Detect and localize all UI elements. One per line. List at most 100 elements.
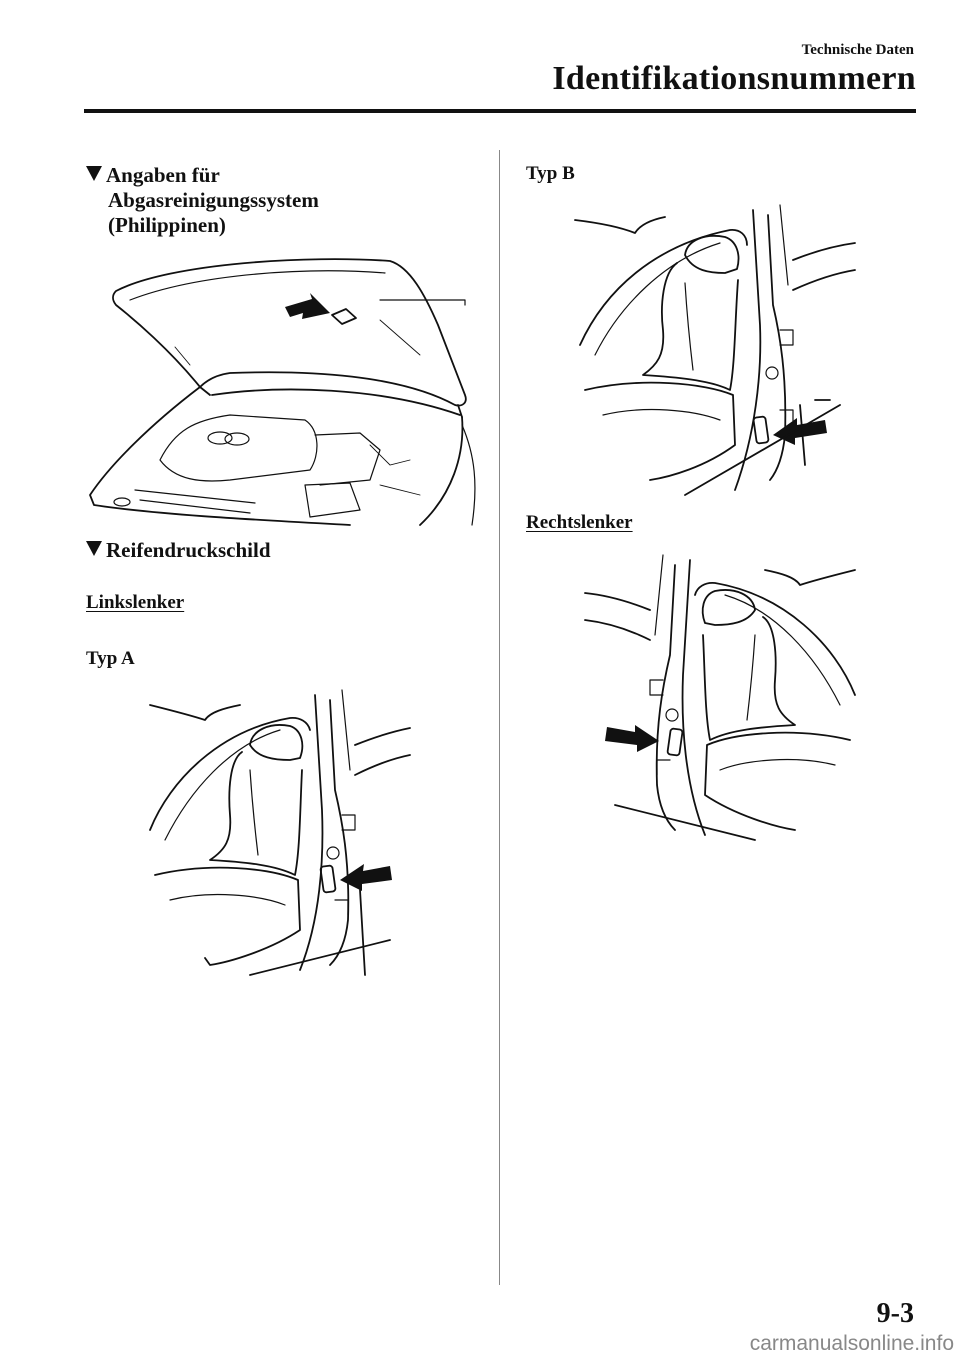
door-bolt: [326, 846, 340, 860]
seat-back-seam: [684, 282, 694, 371]
right-hand-drive-label: Rechtslenker: [526, 512, 633, 533]
type-b-illustration: [574, 204, 856, 496]
cowl-line: [211, 388, 461, 416]
door-latch: [779, 329, 794, 346]
engine-hood-illustration: [89, 258, 476, 526]
door-bolt: [765, 366, 779, 380]
watermark: carmanualsonline.info: [749, 1332, 954, 1355]
seat-back-seam: [249, 769, 259, 856]
b-pillar-rear: [767, 214, 787, 481]
tire-label-arrow-icon: [605, 725, 659, 752]
rear-door-top: [584, 619, 651, 641]
seat-headrest: [701, 589, 756, 626]
rear-sill: [799, 399, 831, 466]
seat-headrest: [249, 724, 304, 761]
emission-heading-line2: Abgasreinigungssystem: [108, 188, 319, 212]
door-opening: [694, 582, 856, 696]
rear-window: [792, 242, 856, 261]
b-pillar-edge: [654, 554, 664, 636]
seat-cushion-seam: [602, 408, 721, 421]
emission-heading-line3: (Philippinen): [108, 213, 226, 237]
rear-door-top: [354, 754, 411, 776]
tire-label: [319, 864, 337, 894]
page-header: Technische Daten Identifikationsnummern: [0, 0, 960, 115]
right-hand-drive-illustration: [584, 554, 856, 841]
section-name: Technische Daten: [801, 42, 914, 58]
page-title: Identifikationsnummern: [552, 60, 916, 97]
type-a-label: Typ A: [86, 648, 135, 669]
door-opening: [149, 717, 311, 831]
triangle-bullet-icon: [86, 166, 102, 181]
b-pillar-front: [299, 694, 324, 971]
seat-back: [702, 616, 796, 741]
column-divider: [499, 150, 500, 1285]
hood-label: [331, 308, 357, 325]
b-pillar-front: [681, 559, 706, 836]
b-pillar-rear: [329, 699, 350, 966]
striker: [656, 759, 671, 776]
seat-cushion-seam: [719, 758, 836, 771]
tire-label-arrow-icon: [340, 864, 392, 891]
roof-line: [574, 216, 666, 234]
hood-label-arrow-icon: [285, 293, 330, 319]
hood-seam-right: [379, 319, 421, 356]
rear-sill: [359, 889, 366, 976]
seat-cushion: [584, 381, 736, 481]
emission-heading-line1: Angaben für: [106, 163, 220, 187]
seat-cushion-seam: [169, 893, 286, 906]
engine-details: [369, 444, 421, 496]
b-pillar-edge: [779, 204, 789, 286]
page-number: 9-3: [876, 1298, 914, 1329]
hood-ridge: [129, 270, 386, 301]
left-hand-drive-label: Linkslenker: [86, 592, 185, 613]
door-latch: [341, 814, 356, 831]
right-fender-edge: [461, 424, 476, 526]
hood-outline: [112, 258, 467, 407]
windshield-line: [379, 299, 466, 306]
rear-window: [354, 727, 411, 746]
door-opening-inner: [164, 729, 281, 841]
seat-back-seam: [746, 634, 756, 721]
b-pillar-front: [734, 209, 762, 491]
emission-heading: Angaben für Abgasreinigungssystem (Phili…: [86, 163, 319, 238]
hood-hinges: [199, 386, 463, 418]
door-opening-inner: [724, 594, 841, 706]
tire-label-arrow-icon: [773, 418, 827, 445]
striker: [779, 409, 794, 426]
tire-label: [666, 727, 684, 757]
roof-line: [149, 704, 241, 721]
b-pillar-rear: [655, 564, 676, 831]
reservoir-cap: [113, 497, 131, 507]
engine-cover: [159, 414, 318, 482]
rear-window: [584, 592, 651, 611]
engine-cap-1: [207, 431, 233, 445]
door-bolt: [665, 708, 679, 722]
roof-line: [764, 569, 856, 586]
tire-label: [752, 415, 770, 445]
seat-back: [209, 751, 303, 876]
door-opening-inner: [594, 242, 721, 356]
left-fender: [89, 386, 351, 526]
type-b-label: Typ B: [526, 163, 575, 184]
door-sill: [249, 939, 391, 976]
seat-headrest: [684, 235, 740, 274]
right-fender: [419, 416, 464, 526]
type-a-illustration: [149, 689, 411, 976]
triangle-bullet-icon: [86, 541, 102, 556]
b-pillar-edge: [341, 689, 351, 771]
door-sill: [614, 804, 756, 841]
seat-cushion: [704, 731, 851, 831]
rear-door-top: [792, 269, 856, 291]
door-latch: [649, 679, 664, 696]
engine-block-right: [314, 432, 381, 486]
striker: [334, 899, 349, 916]
front-panel-lines: [134, 489, 256, 514]
hood-seam: [174, 346, 191, 366]
seat-back: [642, 262, 739, 391]
battery-box: [304, 482, 361, 518]
tire-pressure-heading: Reifendruckschild: [86, 538, 271, 563]
seat-cushion: [154, 866, 301, 966]
door-sill: [684, 404, 841, 496]
tire-pressure-heading-text: Reifendruckschild: [106, 538, 271, 562]
engine-cap-2: [224, 432, 250, 446]
